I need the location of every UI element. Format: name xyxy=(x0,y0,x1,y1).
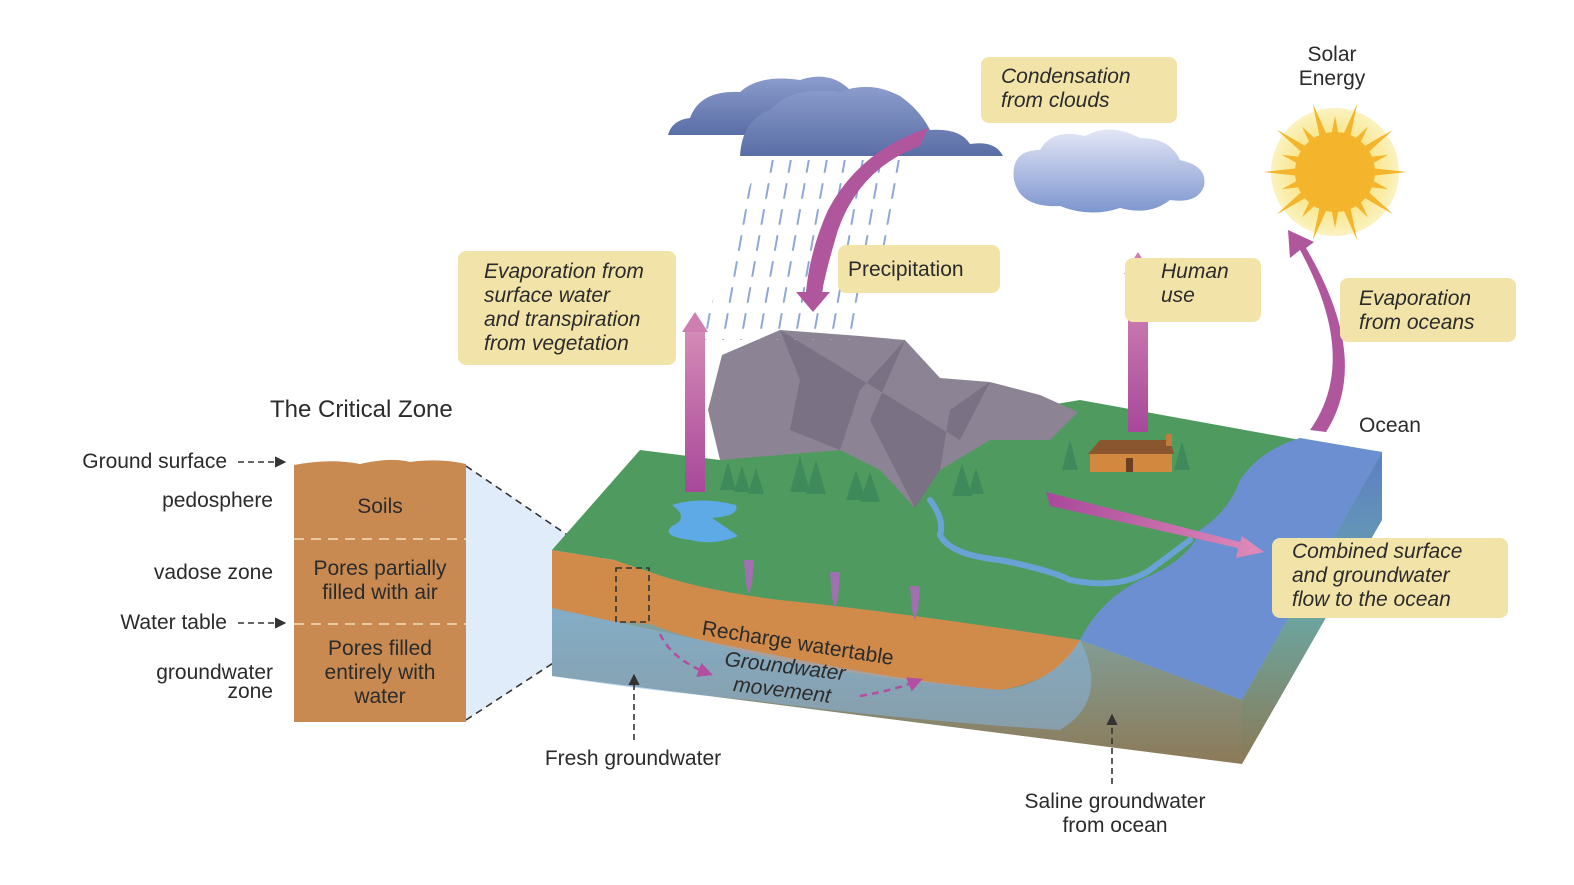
sun-ray xyxy=(1342,204,1358,241)
sun-icon xyxy=(1263,103,1407,241)
river xyxy=(927,497,1193,587)
sun-ray xyxy=(1263,168,1300,176)
critical-zone-title: The Critical Zone xyxy=(270,396,453,423)
house xyxy=(1088,434,1174,472)
evapotranspiration-arrow xyxy=(682,312,708,492)
zoom-source-box xyxy=(615,567,650,623)
label-vadose-zone: vadose zone xyxy=(153,561,273,584)
layer-vadose: Pores partially filled with air xyxy=(313,557,447,604)
sun-ray xyxy=(1331,116,1339,137)
rain xyxy=(700,160,912,340)
callout-human-use: Human use xyxy=(1125,258,1261,322)
mountain-shadow xyxy=(780,330,990,508)
label-water-table: Water table xyxy=(120,611,227,634)
critical-zone-inset xyxy=(238,456,617,722)
sun-ray xyxy=(1370,168,1407,176)
sun-ray xyxy=(1312,204,1328,241)
trees xyxy=(720,440,1190,502)
precipitation-arrow xyxy=(796,128,928,312)
label-ground-surface: Ground surface xyxy=(82,450,227,473)
callout-condensation: Condensation from clouds xyxy=(981,57,1177,123)
label-fresh-groundwater: Fresh groundwater xyxy=(544,747,722,770)
landscape-block xyxy=(552,330,1382,784)
sun-ray xyxy=(1361,129,1394,155)
sun-ray xyxy=(1312,103,1328,140)
callout-combined-flow: Combined surface and groundwater flow to… xyxy=(1272,538,1508,618)
label-pedosphere: pedosphere xyxy=(162,489,273,512)
ocean-evaporation-arrow xyxy=(1288,230,1345,432)
label-ocean: Ocean xyxy=(1359,414,1421,437)
recharge-arrows xyxy=(744,560,920,620)
condensation-cloud xyxy=(1013,129,1205,213)
callout-evaporation-surface: Evaporation from surface water and trans… xyxy=(458,251,676,365)
label-solar-energy: Solar Energy xyxy=(1298,43,1366,90)
callout-evaporation-oceans: Evaporation from oceans xyxy=(1340,278,1516,342)
fresh-groundwater-lens xyxy=(552,608,1092,730)
pond xyxy=(668,500,738,543)
sun-ray xyxy=(1342,103,1358,140)
sun-ray xyxy=(1331,207,1339,228)
soil-column xyxy=(294,459,466,722)
sun-ray xyxy=(1276,129,1309,155)
label-saline-groundwater: Saline groundwater from ocean xyxy=(1024,790,1206,837)
groundwater-arrow-left xyxy=(658,633,713,677)
layer-saturated: Pores filled entirely with water xyxy=(324,637,436,708)
ocean-surface xyxy=(1080,438,1382,700)
sun-ray xyxy=(1276,189,1309,215)
callout-precipitation: Precipitation xyxy=(838,245,1000,293)
recharge-soil-layer xyxy=(552,550,1080,690)
rain-cloud xyxy=(668,76,1003,156)
surface-flow-arrow xyxy=(1046,492,1264,558)
zoom-line-top xyxy=(465,465,617,569)
label-groundwater-zone: groundwater zone xyxy=(156,661,273,703)
zoom-projection xyxy=(466,466,616,720)
layer-soils: Soils xyxy=(357,495,403,518)
groundwater-arrow-right xyxy=(859,677,923,698)
sun-ray xyxy=(1361,189,1394,215)
